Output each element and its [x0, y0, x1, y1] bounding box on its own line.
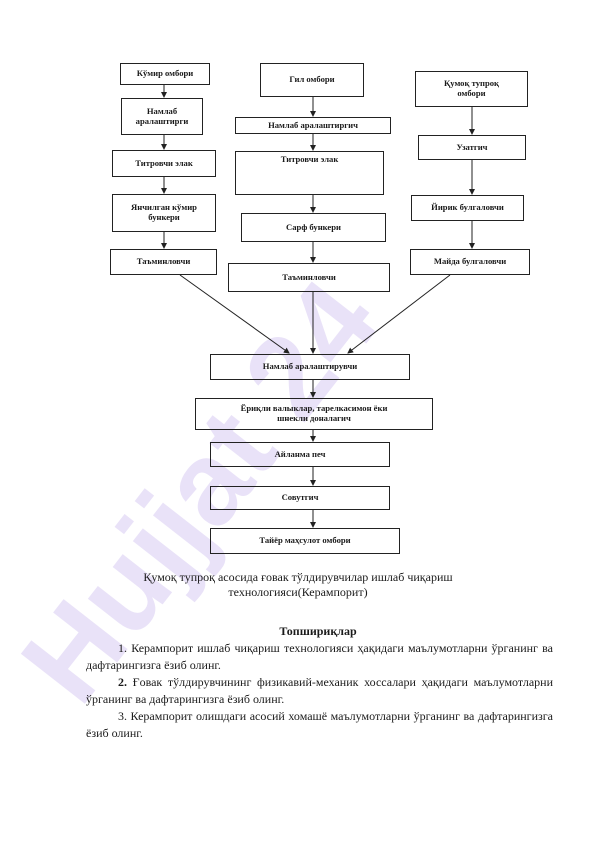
connector-lines: [161, 85, 475, 528]
cooler-box: Совутгич: [210, 486, 390, 510]
loam-storage-box: Қумоқ тупроқ омбори: [415, 71, 528, 107]
tasks-heading: Топшириқлар: [279, 624, 357, 638]
middle-wet-mixer-box: Намлаб аралаштиргич: [235, 117, 391, 134]
arrow-left-to-mixer: [179, 274, 290, 354]
rotary-kiln-box: Айланма печ: [210, 442, 390, 467]
figure-caption: Қумоқ тупроқ асосида ғовак тўлдирувчилар…: [143, 570, 453, 599]
fine-crusher-box: Майда булгаловчи: [410, 249, 530, 275]
middle-vibrating-screen-box: Титровчи элак: [235, 151, 384, 195]
finished-product-storage-box: Тайёр маҳсулот омбори: [210, 528, 400, 554]
coarse-crusher-box: Йирик булгаловчи: [411, 195, 524, 221]
task-item: 3. Керампорит олишдаги асосий хомашё маъ…: [86, 709, 553, 740]
arrow-right-to-mixer: [347, 274, 451, 354]
left-wet-mixer-box: Намлаб аралаштирги: [121, 98, 203, 135]
conveyor-box: Узатгич: [418, 135, 526, 160]
clay-storage-box: Гил омбори: [260, 63, 364, 97]
supply-bunker-box: Сарф бункери: [241, 213, 386, 242]
left-feeder-box: Таъминловчи: [110, 249, 217, 275]
flow-diagram: Кўмир омбори Намлаб аралаштирги Титровчи…: [110, 63, 530, 554]
left-vibrating-screen-box: Титровчи элак: [112, 150, 216, 177]
main-wet-mixer-box: Намлаб аралаштирувчи: [210, 354, 410, 380]
task-item: 2. Ғовак тўлдирувчининг физикавий-механи…: [86, 675, 553, 706]
task-item: 1. Керампорит ишлаб чиқариш технологияси…: [86, 641, 553, 672]
coal-storage-box: Кўмир омбори: [120, 63, 210, 85]
crushed-coal-bunker-box: Янчилган кўмир бункери: [112, 194, 216, 232]
tasks-list: 1. Керампорит ишлаб чиқариш технологияси…: [86, 640, 553, 742]
granulator-box: Ёриқли валыклар, тарелкасимон ёки шнекли…: [195, 398, 433, 430]
middle-feeder-box: Таъминловчи: [228, 263, 390, 292]
